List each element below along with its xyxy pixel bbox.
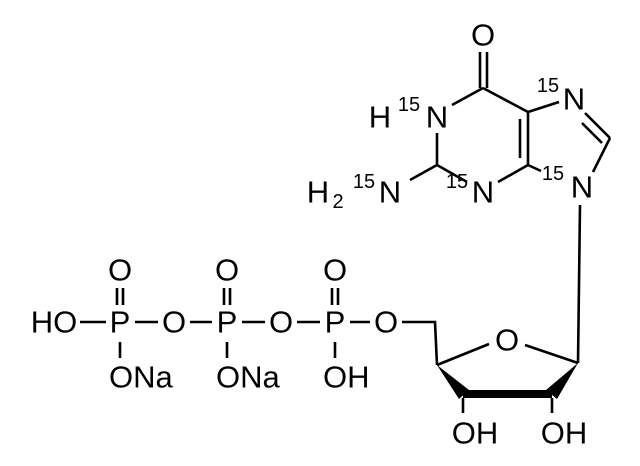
phosphorus-1: P [110,305,131,340]
n7-nitrogen: N [563,82,585,117]
n1-nitrogen: N [426,100,448,135]
p3-oxo: O [323,253,347,288]
phosphorus-3: P [325,305,346,340]
p1-oxo: O [108,253,132,288]
hydroxyl-3prime: OH [452,416,499,451]
terminal-hydroxyl: HO [31,305,78,340]
amino-subscript: 2 [332,191,343,213]
base-bonds [409,52,612,364]
amino-isotope: 15 [353,171,375,193]
bridge-oxygen-1: O [162,305,186,340]
n1-hydrogen: H [369,100,391,135]
phosphate-bonds [80,288,370,358]
p2-oxo: O [215,253,239,288]
amino-nitrogen: N [379,175,401,210]
n3-isotope: 15 [446,171,468,193]
bridge-oxygen-2: O [269,305,293,340]
p2-sodium-oxide: ONa [216,360,281,395]
phosphorus-2: P [217,305,238,340]
amino-hydrogen: H [307,175,329,210]
n9-nitrogen: N [571,170,593,205]
hydroxyl-2prime: OH [541,416,588,451]
n7-isotope: 15 [537,75,559,97]
n9-isotope: 15 [542,163,564,185]
ester-oxygen: O [374,305,398,340]
carbonyl-oxygen: O [471,18,495,53]
n1-isotope: 15 [398,94,420,116]
p1-sodium-oxide: ONa [109,360,174,395]
n3-nitrogen: N [472,175,494,210]
ring-oxygen: O [495,323,519,358]
ribose-bonds [402,320,579,413]
p3-hydroxyl: OH [323,360,370,395]
